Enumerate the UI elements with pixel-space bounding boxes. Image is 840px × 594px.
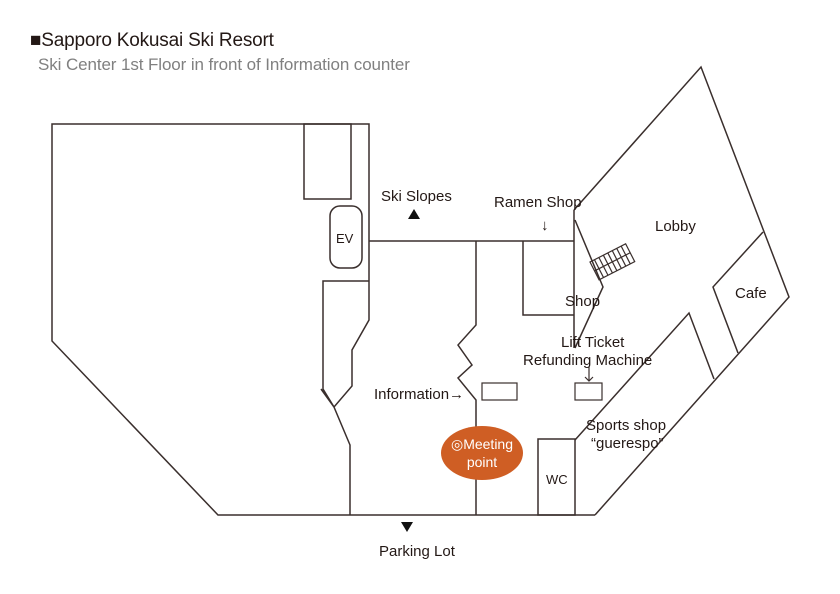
sports-shop-room [574, 311, 715, 441]
meeting-point[interactable]: ◎Meeting point [441, 426, 523, 480]
lobby-label: Lobby [655, 218, 696, 235]
meeting-point-line1: ◎Meeting [451, 436, 513, 452]
wall-lobby [573, 65, 790, 516]
info-partition [456, 241, 477, 515]
meeting-point-marker[interactable] [441, 426, 523, 480]
sports-shop-label: Sports shop [586, 417, 666, 434]
refunding-machine [574, 382, 603, 401]
cafe-room [712, 231, 764, 354]
lift-ticket-label: Lift Ticket [561, 334, 625, 351]
meeting-point-line2: point [467, 454, 497, 470]
information-label: Information→ [374, 386, 464, 403]
ramen-shop-label: Ramen Shop [494, 194, 582, 211]
ramen-shop-arrow-icon: ↓ [541, 217, 549, 234]
ski-slopes-label: Ski Slopes [381, 188, 452, 205]
sports-shop-name-label: “guerespo” [591, 435, 664, 452]
wall-west-building [51, 123, 595, 516]
wc-label: WC [546, 472, 568, 487]
shop-label: Shop [565, 293, 600, 310]
shop-triangle [574, 219, 604, 349]
map-title: ■Sapporo Kokusai Ski Resort [30, 30, 274, 51]
wc-room [537, 438, 576, 516]
map-subtitle: Ski Center 1st Floor in front of Informa… [38, 55, 410, 74]
refunding-machine-label: Refunding Machine [523, 352, 652, 369]
stairs-icon [589, 243, 636, 281]
information-counter [481, 382, 518, 401]
ski-slopes-arrow-icon [408, 209, 420, 219]
storage-room [303, 123, 352, 200]
elevator-label: EV [336, 231, 354, 246]
wall-column [320, 241, 370, 515]
parking-lot-label: Parking Lot [379, 543, 456, 560]
parking-lot-arrow-icon [401, 522, 413, 532]
elevator [329, 205, 363, 269]
ramen-shop-room [522, 241, 574, 316]
refund-arrow-head [584, 376, 594, 382]
cafe-label: Cafe [735, 285, 767, 302]
